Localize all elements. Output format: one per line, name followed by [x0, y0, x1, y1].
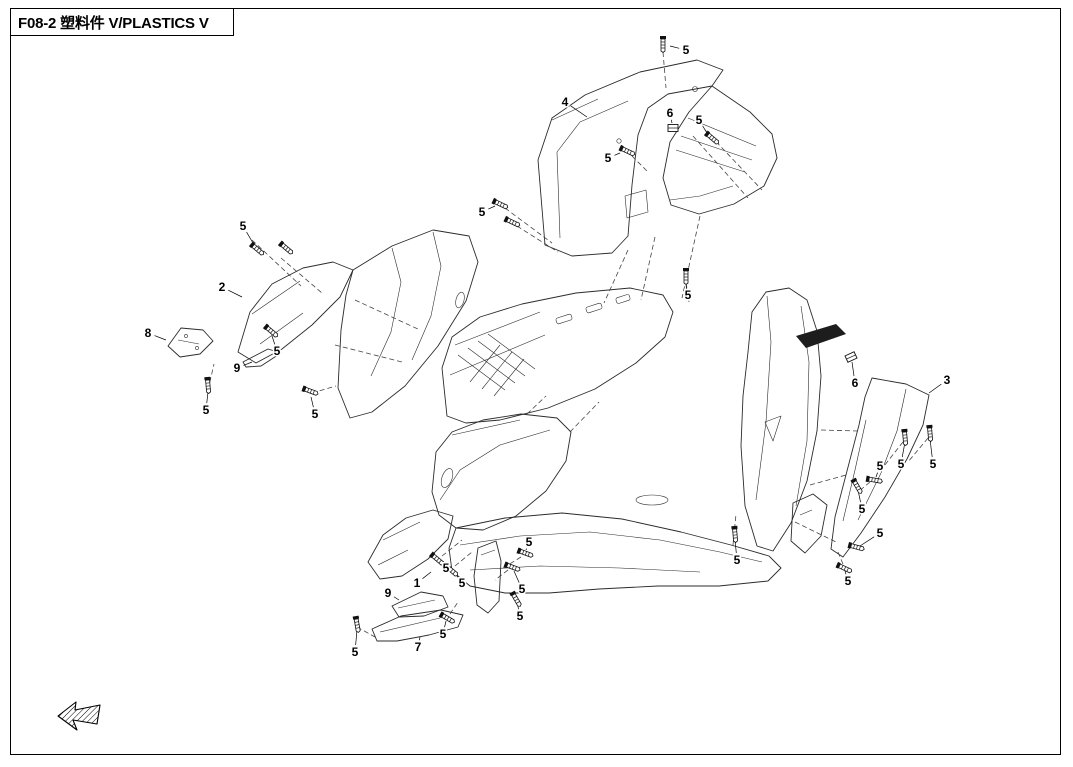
callout-5: 5 [859, 502, 866, 516]
screw-fastener-icon [352, 615, 362, 634]
callout-leader-line [614, 152, 621, 156]
callout-leader-line [393, 596, 400, 601]
callout-5: 5 [479, 205, 486, 219]
screw-fastener-icon [438, 611, 457, 626]
screw-fastener-icon [262, 323, 280, 340]
callout-5: 5 [312, 407, 319, 421]
callout-5: 5 [203, 403, 210, 417]
lower-body-assembly [367, 413, 782, 642]
screw-fastener-icon [248, 241, 266, 258]
screw-fastener-icon [835, 561, 854, 575]
callout-3: 3 [944, 373, 951, 387]
callout-5: 5 [930, 457, 937, 471]
diagram-title-box: F08-2 塑料件 V/PLASTICS V [10, 8, 234, 36]
callout-leader-line [702, 125, 708, 134]
callout-5: 5 [734, 553, 741, 567]
screw-fastener-icon [659, 35, 667, 53]
part-4-rear-panel [537, 59, 778, 257]
callout-4: 4 [562, 95, 569, 109]
callout-5: 5 [685, 288, 692, 302]
callout-5: 5 [898, 457, 905, 471]
callout-leader-line [851, 361, 855, 377]
callout-5: 5 [274, 344, 281, 358]
callout-leader-line [243, 361, 253, 366]
callout-5: 5 [519, 582, 526, 596]
callout-5: 5 [240, 219, 247, 233]
callout-leader-line [419, 636, 421, 641]
callout-leader-line [671, 119, 673, 124]
screw-fastener-icon [277, 240, 295, 257]
leader-lines [154, 45, 942, 646]
callout-5: 5 [877, 526, 884, 540]
callout-leader-line [669, 45, 680, 49]
callout-leader-line [513, 570, 520, 583]
part-outlines [167, 59, 930, 642]
callout-5: 5 [352, 645, 359, 659]
floor-panel [441, 287, 674, 424]
callout-5: 5 [440, 627, 447, 641]
callout-leader-line [228, 289, 243, 298]
clip-fastener-icon [844, 351, 858, 363]
part-3-side-panel [740, 287, 930, 558]
assembly-dashed-lines [207, 51, 929, 638]
screw-fastener-icon [847, 541, 866, 553]
callout-leader-line [246, 231, 254, 244]
page-border-frame [10, 8, 1061, 755]
screw-fastener-icon [301, 385, 320, 398]
screw-fastener-icon [618, 144, 637, 158]
callout-leader-line [154, 335, 167, 341]
callout-9: 9 [234, 361, 241, 375]
screw-fastener-icon [730, 525, 740, 544]
part-2-front-fender [237, 229, 479, 419]
callout-2: 2 [219, 280, 226, 294]
screw-fastener-icon [491, 197, 510, 211]
callout-7: 7 [415, 640, 422, 654]
screw-fastener-icon [682, 267, 690, 285]
callout-5: 5 [526, 535, 533, 549]
callout-9: 9 [385, 586, 392, 600]
callout-5: 5 [696, 113, 703, 127]
callout-leader-line [422, 571, 432, 579]
screw-fastener-icon [850, 477, 865, 496]
callout-leader-line [206, 391, 209, 404]
screw-fastener-icon [703, 130, 721, 147]
callout-5: 5 [517, 609, 524, 623]
callout-leader-line [444, 620, 447, 628]
clip-fastener-icon [667, 124, 679, 132]
callout-leader-line [928, 383, 942, 394]
callout-leader-line [488, 205, 496, 210]
callout-5: 5 [877, 459, 884, 473]
callout-leader-line [355, 629, 358, 646]
callout-5: 5 [683, 43, 690, 57]
callout-leader-line [844, 570, 847, 575]
callout-5: 5 [845, 574, 852, 588]
callout-5: 5 [605, 151, 612, 165]
callout-5: 5 [459, 576, 466, 590]
callout-leader-line [570, 105, 588, 118]
callout-leader-line [310, 396, 314, 408]
callout-5: 5 [443, 561, 450, 575]
callout-6: 6 [667, 106, 674, 120]
callout-leader-line [859, 536, 875, 547]
diagram-title: F08-2 塑料件 V/PLASTICS V [18, 14, 209, 32]
screw-fastener-icon [516, 547, 535, 560]
callout-6: 6 [852, 376, 859, 390]
callout-leader-line [875, 472, 878, 478]
part-8-bracket [167, 327, 214, 358]
callout-leader-line [271, 335, 276, 345]
front-direction-arrow-icon [57, 701, 101, 731]
callout-1: 1 [414, 576, 421, 590]
callout-8: 8 [145, 326, 152, 340]
callout-leader-line [929, 438, 933, 458]
callout-leader-line [525, 548, 527, 551]
